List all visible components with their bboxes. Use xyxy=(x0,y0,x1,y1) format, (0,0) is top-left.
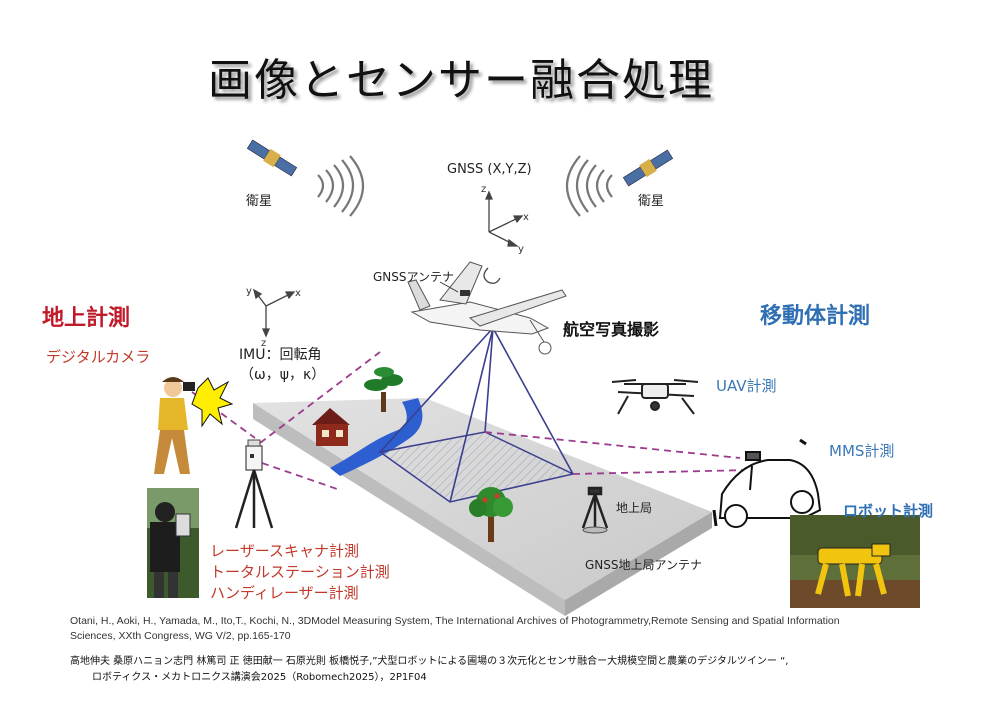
imu-axes xyxy=(252,288,296,338)
reference-2-line2: ロボティクス・メカトロニクス講演会2025（Robomech2025），2P1F… xyxy=(92,672,427,683)
satellite-right-icon xyxy=(622,149,674,187)
pine-tree-icon xyxy=(364,367,403,412)
handy-laser-label: ハンディレーザー計測 xyxy=(210,584,359,602)
imu-label-line2: （ω，ψ，κ） xyxy=(240,367,326,383)
digital-camera-label: デジタルカメラ xyxy=(46,348,151,366)
photographer-icon xyxy=(154,377,234,474)
mms-label: MMS計測 xyxy=(829,442,895,460)
laser-scanner-icon xyxy=(234,439,274,529)
reference-1: Otani, H., Aoki, H., Yamada, M., Ito,T.,… xyxy=(70,614,990,644)
airplane-icon xyxy=(407,261,567,355)
gnss-base-antenna-label: GNSS地上局アンテナ xyxy=(585,558,703,572)
gnss-axis-x: x xyxy=(523,212,529,223)
imu-axis-z: z xyxy=(261,338,266,349)
deciduous-tree-icon xyxy=(469,487,513,542)
imu-axis-y: y xyxy=(246,286,252,297)
drone-icon xyxy=(611,379,699,415)
gnss-axis-y: y xyxy=(518,244,524,255)
satellite-left-icon xyxy=(246,139,298,177)
aerial-photo-label: 航空写真撮影 xyxy=(563,320,660,339)
robot-label: ロボット計測 xyxy=(843,502,934,520)
signal-waves-left xyxy=(317,155,364,217)
mobile-measurement-heading: 移動体計測 xyxy=(760,304,871,329)
page-title: 画像とセンサー融合処理 xyxy=(208,55,714,106)
house-icon xyxy=(312,408,350,446)
signal-waves-right xyxy=(566,155,613,217)
base-station-tripod-icon xyxy=(581,486,609,534)
imu-axis-x: x xyxy=(295,288,301,299)
laser-scanner-label: レーザースキャナ計測 xyxy=(210,542,359,560)
gnss-antenna-label: GNSSアンテナ xyxy=(373,270,455,284)
total-station-label: トータルステーション計測 xyxy=(210,563,390,581)
reference-1-line2: Sciences, XXth Congress, WG V/2, pp.165-… xyxy=(70,630,291,642)
robot-dog-photo xyxy=(790,515,920,608)
satellite-left-label: 衛星 xyxy=(246,194,273,209)
ground-measurement-heading: 地上計測 xyxy=(42,306,131,331)
uav-label: UAV計測 xyxy=(716,377,777,395)
camera-pyramid xyxy=(379,327,574,503)
handheld-scanner-photo xyxy=(147,488,199,598)
satellite-right-label: 衛星 xyxy=(638,194,665,209)
imu-label-line1: IMU：回転角 xyxy=(239,347,322,363)
gnss-label: GNSS (X,Y,Z) xyxy=(447,162,532,177)
gnss-axis-z: z xyxy=(481,184,486,195)
river xyxy=(330,398,423,476)
base-station-label: 地上局 xyxy=(616,501,653,515)
reference-2: 高地伸夫 桑原ハニョン志門 林篤司 正 徳田献一 石原光則 板橋悦子,”犬型ロボ… xyxy=(70,654,990,686)
car-icon xyxy=(712,438,822,528)
reference-1-line1: Otani, H., Aoki, H., Yamada, M., Ito,T.,… xyxy=(70,615,840,627)
gnss-antenna-pointer xyxy=(439,281,459,293)
gnss-axes xyxy=(483,190,524,284)
reference-2-line1: 高地伸夫 桑原ハニョン志門 林篤司 正 徳田献一 石原光則 板橋悦子,”犬型ロボ… xyxy=(70,656,789,667)
